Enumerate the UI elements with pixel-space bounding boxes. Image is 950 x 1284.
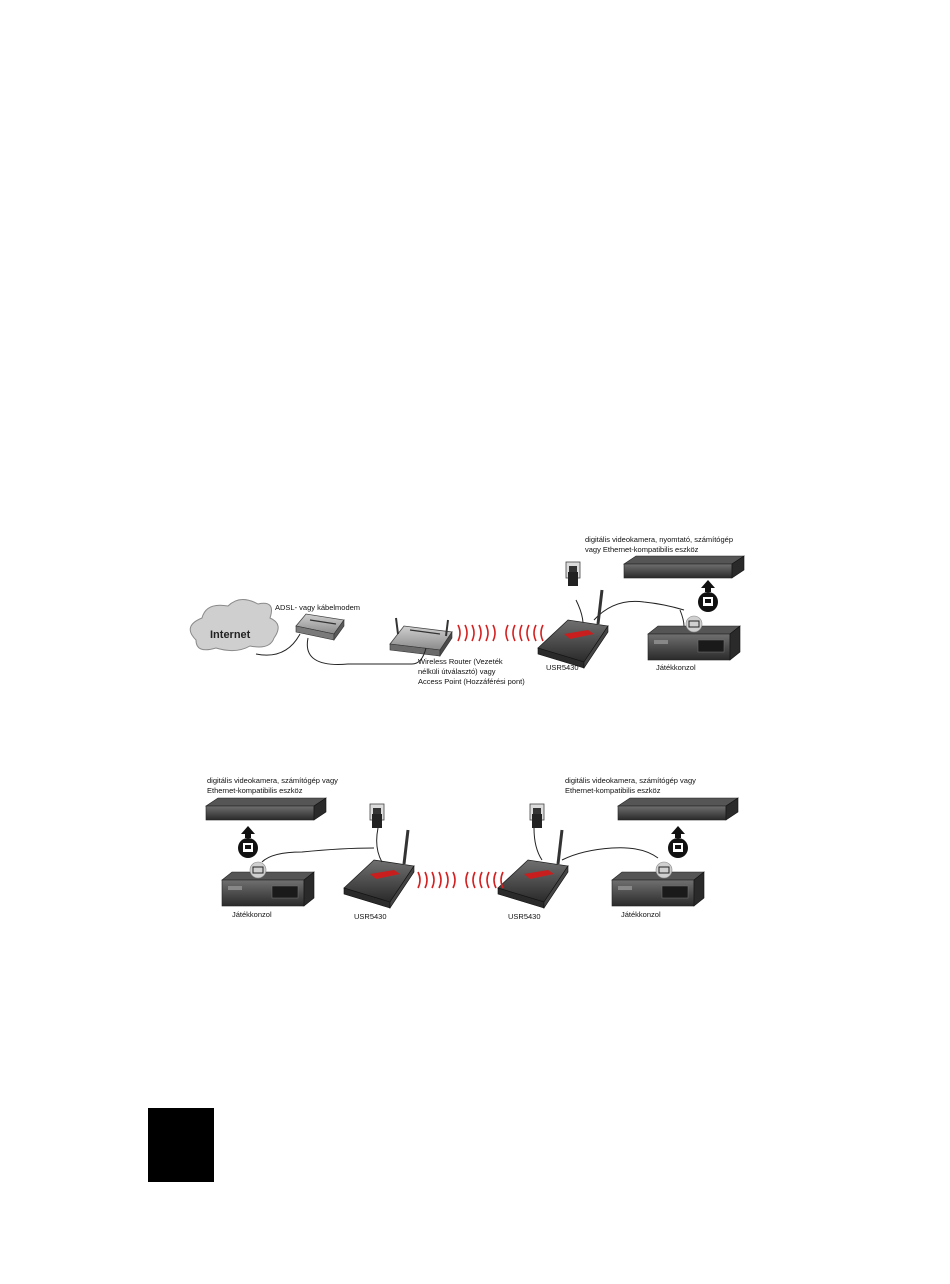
ethernet-device-icon-right: [617, 797, 739, 821]
device-label-line: vagy Ethernet-kompatibilis eszköz: [585, 545, 699, 554]
router-label-line: nélküli útválasztó) vagy: [418, 667, 496, 676]
game-console-icon-left: [221, 871, 315, 907]
power-plug-icon-left: [369, 803, 385, 829]
router-label: Wireless Router (Vezeték nélküli útválas…: [418, 657, 525, 687]
usr5430-adapter-icon-left: [342, 828, 416, 910]
device-label-left: digitális videokamera, számítógép vagy E…: [207, 776, 338, 796]
usr5430-adapter-icon-right: [496, 828, 570, 910]
cable-lines-2: [261, 827, 659, 863]
adapter-label-right: USR5430: [508, 912, 541, 921]
wireless-waves-2: [417, 871, 504, 889]
adapter-label: USR5430: [546, 663, 579, 672]
port-arrow-icon-right: [668, 826, 688, 858]
device-label-line: digitális videokamera, számítógép vagy: [565, 776, 696, 785]
modem-label: ADSL- vagy kábelmodem: [275, 603, 361, 612]
device-label: digitális videokamera, nyomtató, számító…: [585, 535, 733, 555]
device-label-line: digitális videokamera, nyomtató, számító…: [585, 535, 733, 544]
router-label-line: Access Point (Hozzáférési pont): [418, 677, 525, 686]
wireless-waves: [457, 624, 544, 642]
console-label: Játékkonzol: [656, 663, 696, 672]
console-label-left: Játékkonzol: [232, 910, 272, 919]
adapter-label-left: USR5430: [354, 912, 387, 921]
modem-icon: [295, 613, 345, 641]
port-arrow-icon-left: [238, 826, 258, 858]
page-corner-block: [148, 1108, 214, 1182]
router-label-line: Wireless Router (Vezeték: [418, 657, 503, 666]
device-label-line: Ethernet-kompatibilis eszköz: [565, 786, 661, 795]
ethernet-port-icon-left: [249, 861, 267, 879]
device-label-right: digitális videokamera, számítógép vagy E…: [565, 776, 696, 796]
wireless-router-icon: [389, 617, 453, 657]
power-plug-icon-right: [529, 803, 545, 829]
usr5430-adapter-icon: [536, 588, 610, 670]
ethernet-port-icon-right: [655, 861, 673, 879]
internet-cloud-icon: [189, 599, 279, 652]
port-arrow-icon: [698, 580, 718, 612]
power-plug-icon: [565, 561, 581, 587]
ethernet-port-icon: [685, 615, 703, 633]
ethernet-device-icon-left: [205, 797, 327, 821]
game-console-icon-right: [611, 871, 705, 907]
device-label-line: Ethernet-kompatibilis eszköz: [207, 786, 303, 795]
ethernet-device-icon: [623, 555, 745, 579]
console-label-right: Játékkonzol: [621, 910, 661, 919]
cable-lines: [255, 599, 685, 665]
internet-label: Internet: [210, 629, 251, 641]
device-label-line: digitális videokamera, számítógép vagy: [207, 776, 338, 785]
